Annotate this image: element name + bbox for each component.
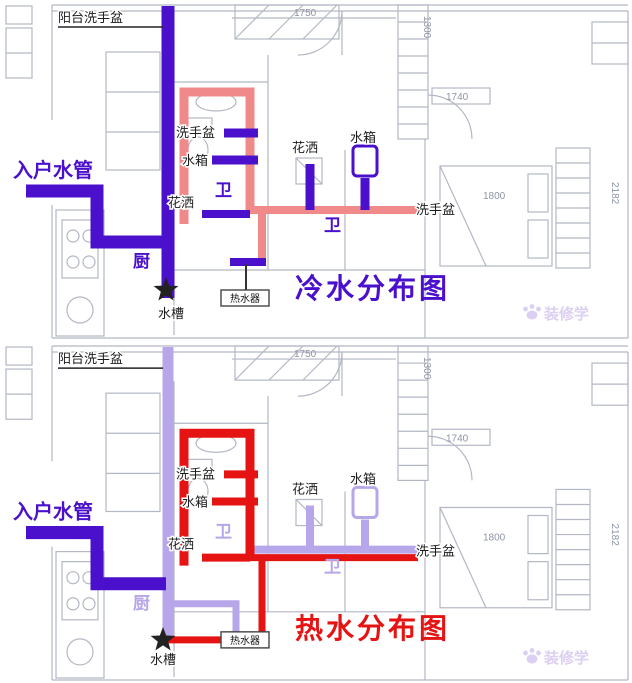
washbasin-left-label: 洗手盆 [176, 466, 215, 481]
tank-right-label: 水箱 [350, 471, 376, 486]
balcony-basin-label: 阳台洗手盆 [58, 351, 123, 366]
washbasin-left-label: 洗手盆 [176, 125, 215, 140]
watermark-text: 装修学 [543, 649, 589, 667]
heater-cold-feed-pipe-faded [168, 600, 240, 632]
dim-right-top-height: 1300 [421, 16, 432, 39]
hot-water-panel: 1750 1300 1740 1800 2182 热水器 阳台洗手盆 入 [5, 345, 629, 681]
dim-right-height: 2182 [609, 524, 620, 547]
dim-right-height: 2182 [609, 182, 620, 205]
dim-top-width: 1750 [294, 349, 317, 360]
dim-bed-width: 1800 [483, 191, 506, 202]
inlet-pipe-label: 入户水管 [13, 158, 93, 182]
bath-right-label: 卫 [324, 216, 341, 235]
panel-title: 冷水分布图 [295, 273, 450, 304]
sink-label: 水槽 [158, 306, 184, 321]
cold-water-pipes [26, 6, 420, 298]
inlet-pipe-label: 入户水管 [13, 499, 93, 523]
watermark: 装修学 [523, 647, 589, 667]
panel-title: 热水分布图 [295, 613, 450, 644]
bathroom-loop-pipe-hot [179, 428, 255, 566]
shower-left-label: 花洒 [168, 537, 194, 552]
paw-icon [523, 647, 541, 664]
balcony-basin-label: 阳台洗手盆 [58, 10, 123, 25]
dim-closet-width: 1740 [446, 433, 469, 444]
dim-right-top-height: 1300 [421, 357, 432, 380]
washbasin-right-label: 洗手盆 [416, 202, 455, 217]
shower-left-label: 花洒 [168, 195, 194, 210]
bath-left-label: 卫 [215, 523, 232, 542]
tank-fixture [351, 485, 379, 520]
kitchen-label: 厨 [133, 252, 150, 271]
bath-left-label: 卫 [215, 181, 232, 200]
dim-top-width: 1750 [294, 8, 317, 19]
water-heater-box [220, 631, 270, 649]
tank-left-label: 水箱 [182, 153, 208, 168]
inlet-pipe [26, 526, 166, 591]
cold-water-panel: 1750 1300 1740 1800 2182 热水器 阳台洗手盆 入户水管 … [5, 4, 629, 339]
inlet-pipe [26, 184, 166, 249]
shower-right-label: 花洒 [292, 481, 318, 496]
paw-icon [523, 304, 541, 320]
hot-water-pipes [26, 347, 420, 644]
water-heater-label: 热水器 [230, 634, 260, 647]
dim-closet-width: 1740 [446, 92, 469, 103]
bathroom-loop-pipe [179, 87, 255, 224]
water-heater-label: 热水器 [230, 292, 260, 305]
bath-right-label: 卫 [324, 558, 341, 577]
shower-right-label: 花洒 [292, 140, 318, 155]
washbasin-right-label: 洗手盆 [416, 544, 455, 559]
watermark-text: 装修学 [543, 305, 589, 323]
sink-label: 水槽 [150, 652, 176, 667]
kitchen-label: 厨 [133, 594, 150, 613]
watermark: 装修学 [523, 304, 589, 323]
tank-right-label: 水箱 [350, 130, 376, 145]
tank-left-label: 水箱 [182, 494, 208, 509]
water-heater-box [220, 289, 270, 307]
tank-fixture [351, 144, 379, 178]
dim-bed-width: 1800 [483, 533, 506, 544]
